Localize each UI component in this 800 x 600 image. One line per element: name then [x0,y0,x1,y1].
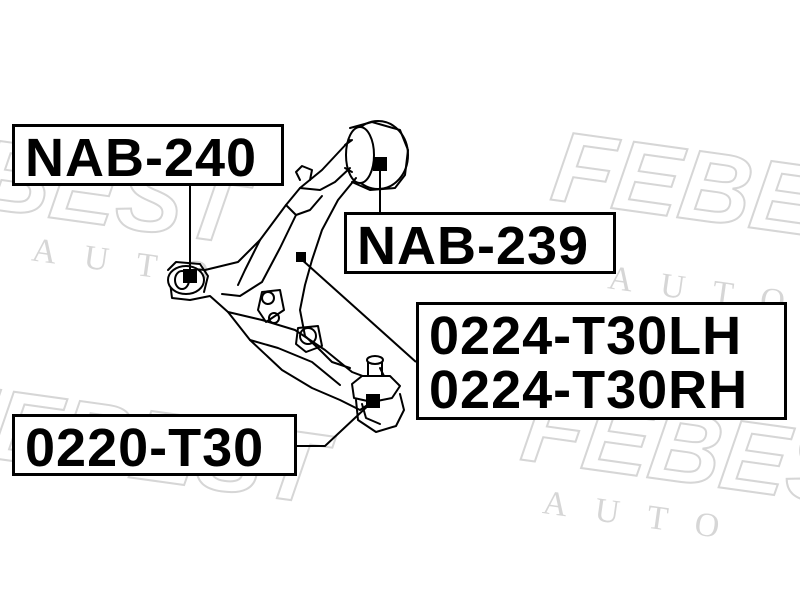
part-label-nab-240: NAB-240 [12,124,284,186]
rear-bushing [344,120,409,191]
anchor-nab240 [183,269,197,283]
part-number-text: NAB-240 [25,128,258,188]
anchor-0224 [296,252,306,262]
part-number-text: 0220-T30 [25,418,265,478]
part-number-text-rh: 0224-T30RH [429,360,749,420]
part-number-text: NAB-239 [357,216,590,276]
lower-control-arm-drawing [167,120,409,433]
leader-lines [189,164,417,447]
part-label-0220-t30: 0220-T30 [12,414,297,476]
part-number-text-lh: 0224-T30LH [429,306,743,366]
leader-0220 [297,401,373,447]
anchor-markers [183,157,387,408]
part-label-nab-239: NAB-239 [344,212,616,274]
anchor-nab239 [373,157,387,171]
leader-0224 [299,257,417,363]
part-label-0224-t30: 0224-T30LH 0224-T30RH [416,302,787,420]
anchor-0220 [366,394,380,408]
